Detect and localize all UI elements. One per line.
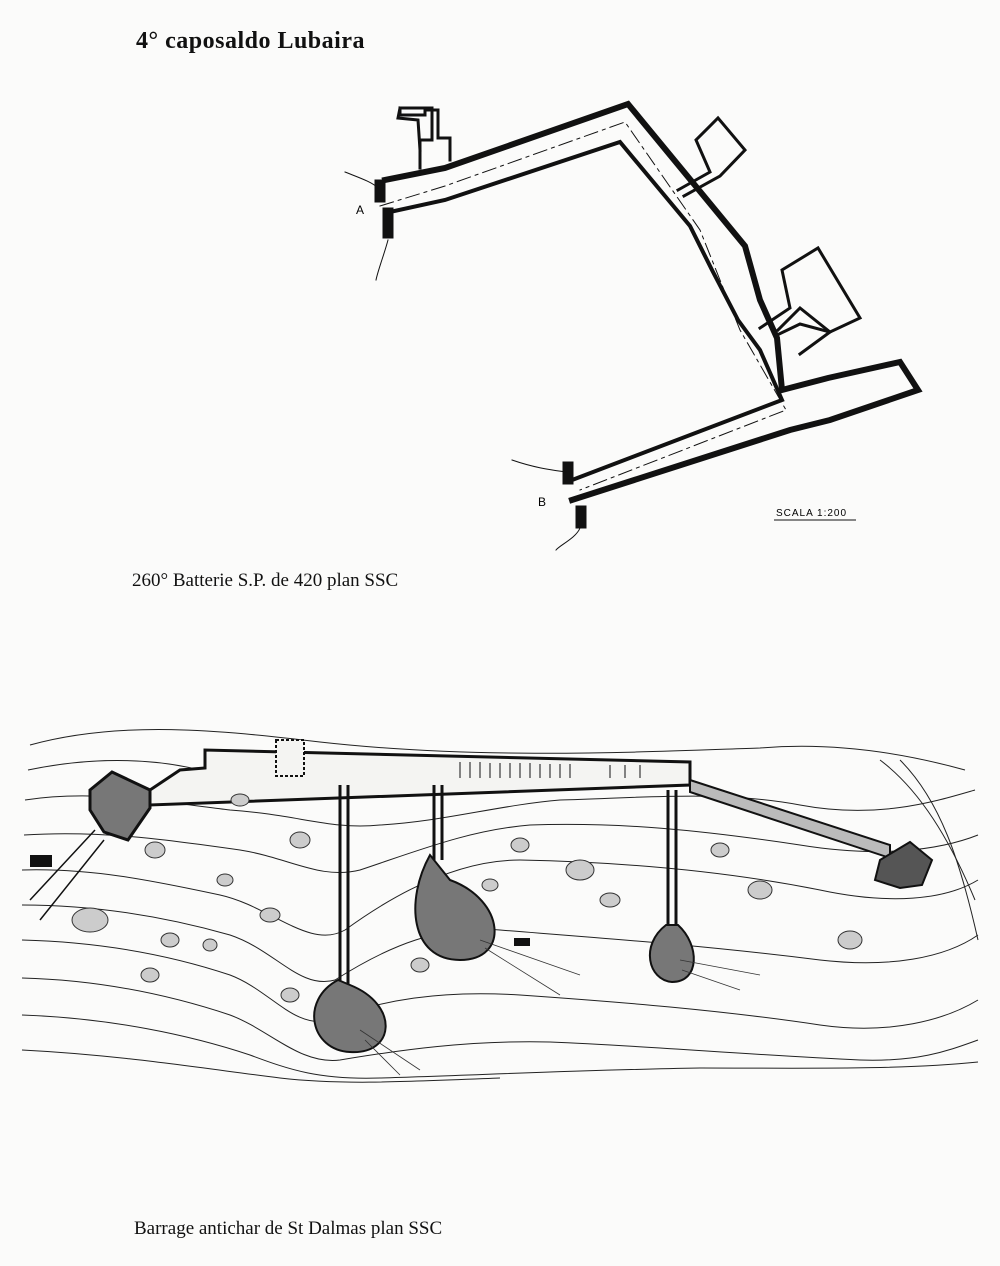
caption-bottom: Barrage antichar de St Dalmas plan SSC	[134, 1218, 443, 1239]
main-gallery	[148, 748, 692, 807]
inner-wall	[387, 139, 785, 483]
scale-label: SCALA 1:200	[776, 508, 847, 519]
page-title: 4° caposaldo Lubaira	[136, 28, 365, 54]
branch-1	[338, 785, 350, 990]
marker-small	[514, 938, 530, 946]
contour-line	[23, 823, 979, 874]
contour-line	[24, 789, 976, 827]
west-bunker	[88, 770, 152, 842]
caption-top: 260° Batterie S.P. de 420 plan SSC	[132, 570, 399, 591]
section-label-a: A	[356, 203, 364, 217]
entrance-b-block-2	[575, 505, 587, 529]
center-axis	[379, 121, 787, 491]
room-east-middle	[757, 245, 863, 334]
section-label-b: B	[538, 495, 546, 509]
contour-line	[21, 1014, 979, 1079]
contour-line	[21, 939, 979, 1029]
fort-plan-drawing: A B SCALA 1:200	[344, 100, 923, 551]
casemate-1	[313, 978, 387, 1054]
contour-line	[21, 1049, 501, 1083]
outer-wall	[381, 100, 923, 504]
entrance-a-block-1	[374, 179, 386, 203]
branch-2	[432, 785, 444, 860]
west-marker	[30, 855, 52, 867]
entrance-a-block-2	[382, 207, 394, 239]
room-nw	[398, 106, 452, 170]
east-bunker	[873, 840, 934, 890]
branch-3	[666, 790, 678, 930]
contour-line	[27, 760, 201, 771]
casemate-2	[414, 853, 496, 962]
contour-line	[879, 759, 976, 901]
contour-line	[21, 859, 979, 936]
entrance-b-block-1	[562, 461, 574, 485]
contour-line	[899, 759, 979, 941]
room-east-lower	[772, 322, 834, 357]
contour-line	[21, 977, 979, 1061]
central-block	[275, 739, 305, 777]
contour-line	[29, 729, 966, 771]
casemate-3	[648, 924, 695, 984]
room-east-upper	[675, 115, 748, 199]
